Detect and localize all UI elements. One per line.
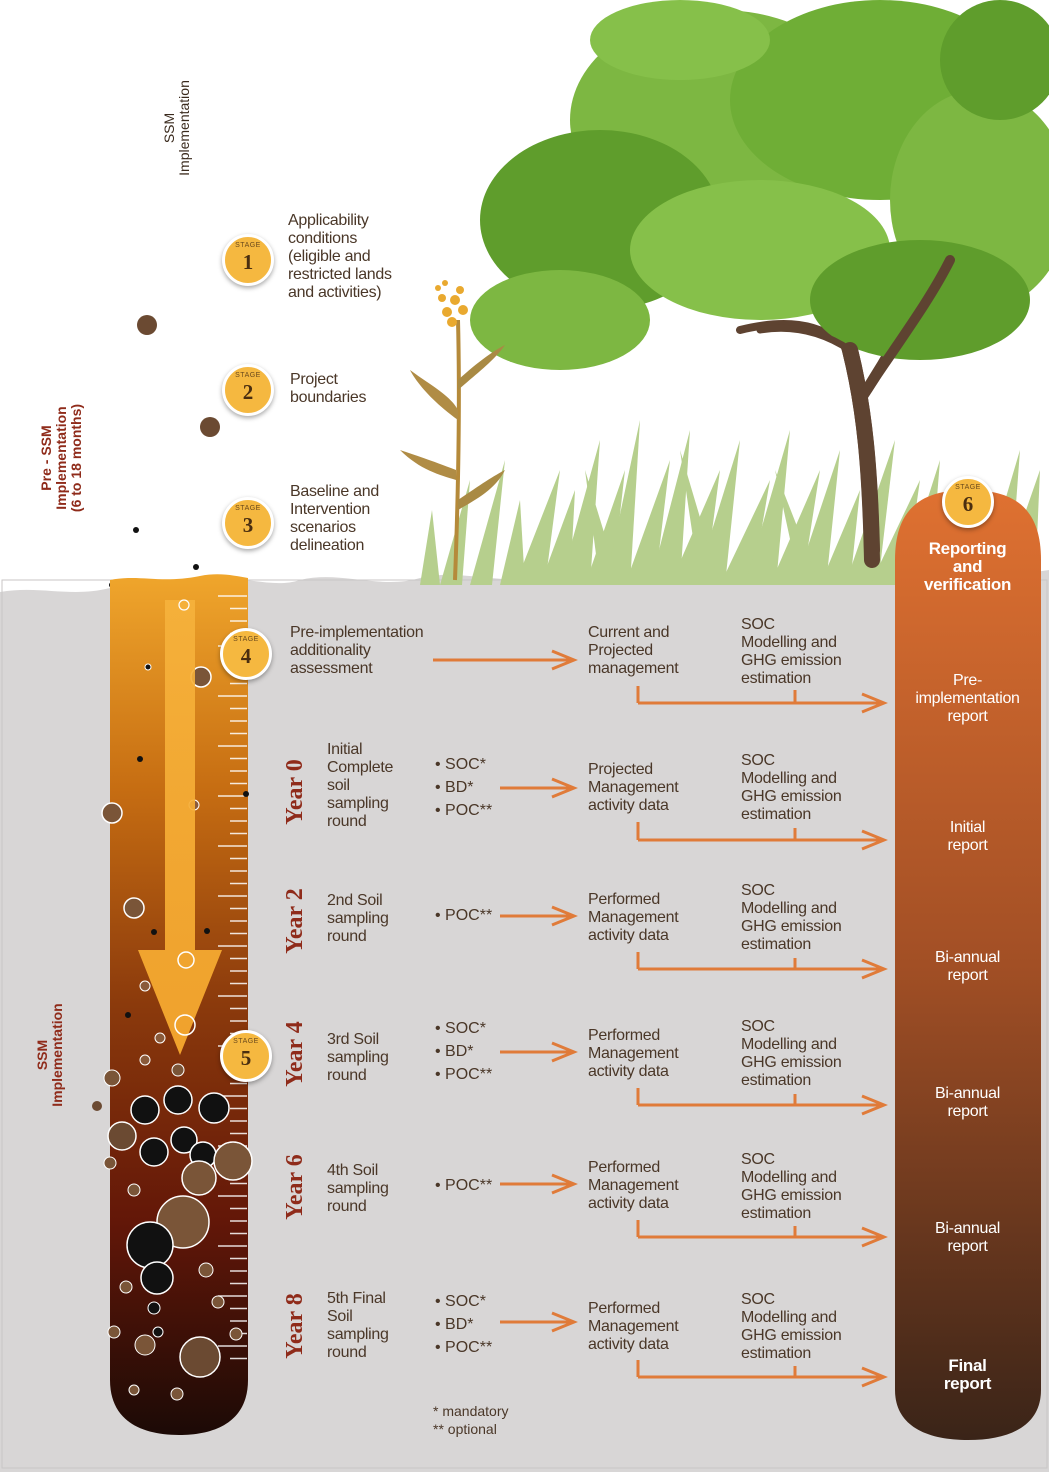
tree-foliage bbox=[470, 0, 1049, 370]
flow-arrow-head bbox=[551, 1311, 578, 1333]
row1-sampling: Initial Complete soil sampling round bbox=[327, 741, 394, 830]
stage-number: 1 bbox=[242, 250, 254, 274]
row3-sampling: 3rd Soil sampling round bbox=[327, 1031, 389, 1084]
row4-sampling: 4th Soil sampling round bbox=[327, 1162, 389, 1215]
row3-year: Year 4 bbox=[282, 1021, 308, 1087]
param: • POC** bbox=[435, 1177, 493, 1194]
grass bbox=[420, 420, 1040, 585]
param: • BD* bbox=[435, 779, 474, 796]
row0-report: Pre- implementation report bbox=[915, 672, 1020, 725]
stage-word: STAGE bbox=[235, 372, 261, 379]
legend-optional: ** optional bbox=[433, 1421, 497, 1437]
row3-params: • SOC* • BD* • POC** bbox=[435, 1017, 492, 1086]
flow-arrow-head bbox=[551, 1173, 578, 1195]
flow-arrow-head bbox=[551, 905, 578, 927]
particle bbox=[200, 417, 220, 437]
stage-number: 2 bbox=[242, 380, 254, 404]
param: • SOC* bbox=[435, 756, 486, 773]
flow-arrow-head bbox=[861, 692, 888, 714]
stage-number: 4 bbox=[240, 644, 252, 668]
reporting-title: Reporting and verification bbox=[923, 539, 1012, 594]
stage-1-text: Applicability conditions (eligible and r… bbox=[288, 212, 392, 301]
stage-4-text: Pre-implementation additionality assessm… bbox=[290, 624, 424, 677]
row1-params: • SOC* • BD* • POC** bbox=[435, 753, 492, 822]
ssm-implementation-side-label: SSM Implementation bbox=[34, 1003, 65, 1107]
param: • SOC* bbox=[435, 1293, 486, 1310]
flow-arrow-head bbox=[861, 1094, 888, 1116]
flow-arrow-head bbox=[861, 829, 888, 851]
particle bbox=[193, 564, 199, 570]
particle bbox=[137, 315, 157, 335]
stage-word: STAGE bbox=[233, 636, 259, 643]
row1-report: Initial report bbox=[947, 819, 988, 854]
ground-area bbox=[0, 567, 1049, 1472]
flow-arrow-head bbox=[551, 1041, 578, 1063]
row2-management: Performed Management activity data bbox=[588, 891, 679, 944]
row5-management: Performed Management activity data bbox=[588, 1300, 679, 1353]
row3-modelling: SOC Modelling and GHG emission estimatio… bbox=[741, 1018, 842, 1089]
core-particles bbox=[92, 663, 253, 1401]
stage-word: STAGE bbox=[235, 242, 261, 249]
param: • POC** bbox=[435, 1066, 493, 1083]
flow-arrows bbox=[433, 649, 888, 1388]
param: • POC** bbox=[435, 802, 493, 819]
row1-management: Projected Management activity data bbox=[588, 761, 679, 814]
sorghum-plant bbox=[400, 280, 505, 581]
stage-word: STAGE bbox=[235, 505, 261, 512]
reporting-pill bbox=[895, 490, 1041, 1440]
flow-arrow-head bbox=[861, 958, 888, 980]
row2-report: Bi-annual report bbox=[935, 949, 1000, 984]
flow-arrow-head bbox=[551, 777, 578, 799]
stage-4-badge: STAGE 4 bbox=[220, 628, 272, 680]
row2-year: Year 2 bbox=[282, 888, 308, 954]
stage-3-text: Baseline and Intervention scenarios deli… bbox=[290, 483, 379, 554]
pre-ssm-implementation-label: Pre - SSM Implementation (6 to 18 months… bbox=[38, 403, 84, 513]
param: • SOC* bbox=[435, 1020, 486, 1037]
stage-6-badge: STAGE 6 bbox=[942, 476, 994, 528]
row2-modelling: SOC Modelling and GHG emission estimatio… bbox=[741, 882, 842, 953]
flow-arrow-head bbox=[861, 1226, 888, 1248]
row2-params: • POC** bbox=[435, 904, 492, 927]
stage-5-badge: STAGE 5 bbox=[220, 1030, 272, 1082]
row5-modelling: SOC Modelling and GHG emission estimatio… bbox=[741, 1291, 842, 1362]
param: • POC** bbox=[435, 1339, 493, 1356]
row4-management: Performed Management activity data bbox=[588, 1159, 679, 1212]
row4-modelling: SOC Modelling and GHG emission estimatio… bbox=[741, 1151, 842, 1222]
param: • BD* bbox=[435, 1316, 474, 1333]
row3-management: Performed Management activity data bbox=[588, 1027, 679, 1080]
stage-3-badge: STAGE 3 bbox=[222, 497, 274, 549]
row4-params: • POC** bbox=[435, 1174, 492, 1197]
row5-report: Final report bbox=[943, 1356, 992, 1393]
ssm-implementation-top-label: SSM Implementation bbox=[161, 80, 192, 176]
stage-1-badge: STAGE 1 bbox=[222, 234, 274, 286]
stage-number: 3 bbox=[242, 513, 254, 537]
stage-word: STAGE bbox=[233, 1038, 259, 1045]
row2-sampling: 2nd Soil sampling round bbox=[327, 892, 389, 945]
flow-arrow-head bbox=[551, 649, 578, 671]
particle bbox=[133, 527, 139, 533]
legend: * mandatory ** optional bbox=[433, 1402, 508, 1438]
stage-2-badge: STAGE 2 bbox=[222, 364, 274, 416]
depth-arrow bbox=[138, 600, 222, 1055]
row0-modelling: SOC Modelling and GHG emission estimatio… bbox=[741, 616, 842, 687]
row5-params: • SOC* • BD* • POC** bbox=[435, 1290, 492, 1359]
row4-report: Bi-annual report bbox=[935, 1220, 1000, 1255]
row4-year: Year 6 bbox=[282, 1154, 308, 1220]
stage-word: STAGE bbox=[955, 484, 981, 491]
row0-management: Current and Projected management bbox=[588, 624, 679, 677]
row5-sampling: 5th Final Soil sampling round bbox=[327, 1290, 389, 1361]
stage-2-text: Project boundaries bbox=[290, 371, 367, 406]
row1-modelling: SOC Modelling and GHG emission estimatio… bbox=[741, 752, 842, 823]
param: • POC** bbox=[435, 907, 493, 924]
stage-number: 5 bbox=[240, 1046, 252, 1070]
stage-number: 6 bbox=[962, 492, 974, 516]
flow-arrow-head bbox=[861, 1366, 888, 1388]
legend-mandatory: * mandatory bbox=[433, 1403, 509, 1419]
row3-report: Bi-annual report bbox=[935, 1085, 1000, 1120]
row1-year: Year 0 bbox=[282, 759, 308, 825]
row5-year: Year 8 bbox=[282, 1293, 308, 1359]
param: • BD* bbox=[435, 1043, 474, 1060]
